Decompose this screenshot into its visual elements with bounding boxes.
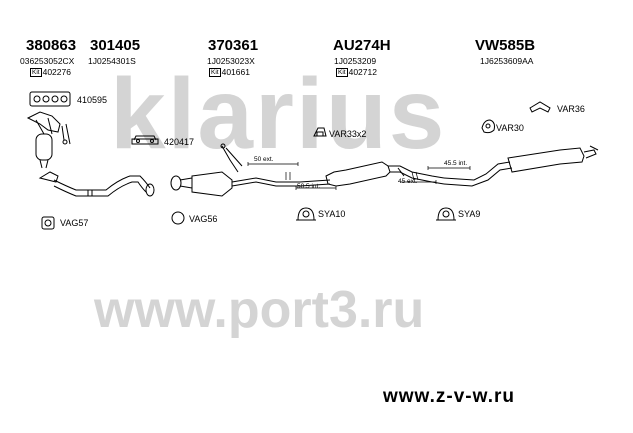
kit-tag: Kit — [30, 68, 42, 77]
part-number-301405: 301405 — [90, 37, 141, 54]
manifold-gasket-icon — [29, 91, 71, 107]
clamp-icon — [131, 135, 159, 145]
sya10-clamp-icon — [296, 207, 316, 221]
exhaust-manifold-icon — [26, 111, 71, 169]
oe-number-370361: 1J0253023X — [207, 56, 255, 66]
site-url: www.z-v-w.ru — [383, 386, 515, 407]
sya9-clamp-icon — [436, 207, 456, 221]
part-number-VW585B: VW585B — [475, 37, 536, 54]
var33-mount-icon — [313, 127, 327, 137]
dimension-50-5-int: 50.5 int. — [297, 183, 321, 190]
vag57-gasket-icon — [41, 216, 55, 230]
label-vag57: VAG57 — [60, 218, 89, 228]
dimension-45-5-int: 45.5 int. — [444, 160, 468, 167]
dimension-marks — [247, 162, 471, 190]
oe-number-VW585B: 1J6253609AA — [480, 56, 534, 66]
dimension-50-ext: 50 ext. — [254, 156, 274, 163]
oe-number-AU274H: 1J0253209 — [334, 56, 377, 66]
oe-number-380863: 036253052CX — [20, 56, 75, 66]
dimension-45-ext: 45 ext. — [398, 178, 418, 185]
label-sya10: SYA10 — [318, 209, 346, 219]
part-number-AU274H: AU274H — [333, 37, 391, 54]
label-410595: 410595 — [77, 95, 108, 105]
center-muffler-icon — [299, 161, 445, 187]
label-var36: VAR36 — [557, 104, 585, 114]
label-420417: 420417 — [164, 137, 195, 147]
part-number-380863: 380863 — [26, 37, 77, 54]
rear-silencer-icon — [443, 145, 599, 187]
part-number-370361: 370361 — [208, 37, 259, 54]
catalytic-converter-icon — [170, 143, 300, 197]
kit-tag: Kit — [336, 68, 348, 77]
oe-number-301405: 1J0254301S — [88, 56, 136, 66]
label-sya9: SYA9 — [458, 209, 481, 219]
front-pipe-icon — [38, 171, 155, 197]
var30-mount-icon — [481, 119, 495, 134]
label-var30: VAR30 — [496, 123, 524, 133]
vag56-ring-icon — [171, 211, 185, 225]
label-var33x2: VAR33x2 — [329, 129, 367, 139]
label-vag56: VAG56 — [189, 214, 218, 224]
var36-hanger-icon — [529, 101, 551, 113]
kit-tag: Kit — [209, 68, 221, 77]
